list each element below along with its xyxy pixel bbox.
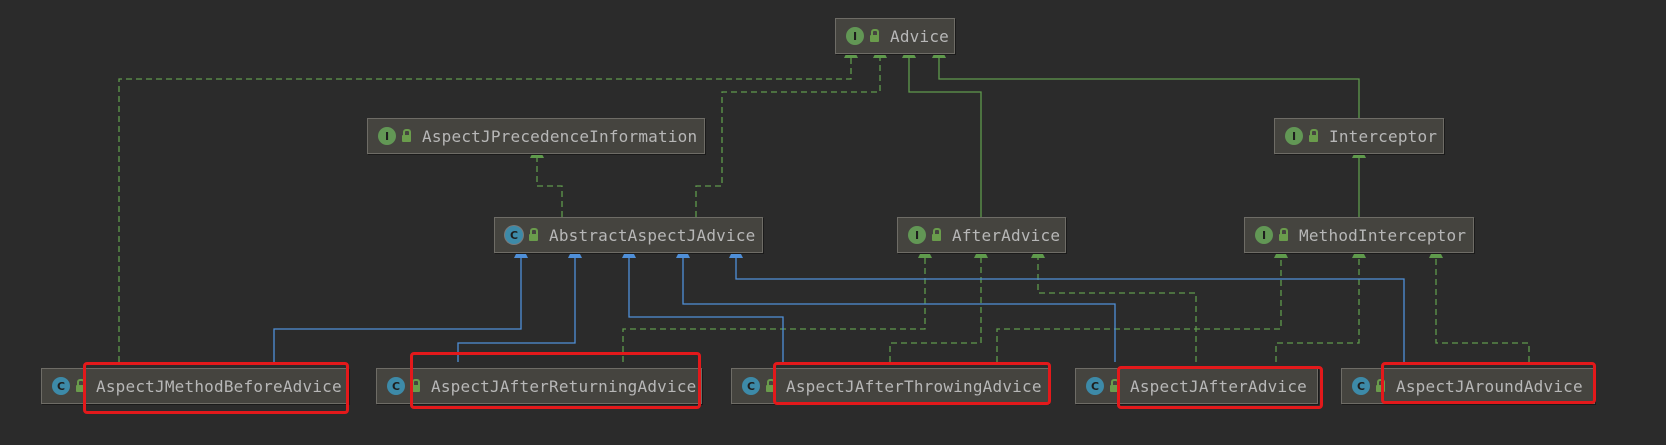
edge-before-extends-abstract	[273, 244, 528, 362]
edge-after-returning-extends-abstract	[457, 244, 582, 362]
node-method-interceptor[interactable]: I MethodInterceptor	[1244, 217, 1474, 253]
highlight-before-advice	[83, 362, 349, 414]
node-label: Advice	[890, 26, 949, 46]
abstract-class-icon: C	[505, 226, 523, 244]
public-lock-icon	[1279, 227, 1288, 241]
interface-icon: I	[1255, 226, 1273, 244]
edge-before-implements-advice	[118, 44, 858, 362]
class-icon: C	[52, 377, 70, 395]
edge-after-extends-advice	[902, 44, 982, 217]
edge-abstract-implements-advice	[695, 44, 887, 217]
public-lock-icon	[402, 128, 411, 142]
edge-around-implements-method-interceptor	[1429, 244, 1530, 362]
node-aspectj-method-before-advice[interactable]: C AspectJMethodBeforeAdvice	[41, 368, 349, 404]
edge-after-advice-implements-after	[1031, 244, 1197, 362]
node-interceptor[interactable]: I Interceptor	[1274, 118, 1444, 154]
public-lock-icon	[932, 227, 941, 241]
highlight-around-advice	[1381, 362, 1596, 404]
edge-around-extends-abstract	[729, 244, 1405, 362]
node-label: AspectJAroundAdvice	[1396, 376, 1583, 396]
node-abstract-aspectj-advice[interactable]: C AbstractAspectJAdvice	[494, 217, 763, 253]
node-advice[interactable]: I Advice	[835, 18, 955, 54]
interface-icon: I	[846, 27, 864, 45]
node-label: AfterAdvice	[952, 225, 1061, 245]
edge-interceptor-extends-advice	[932, 44, 1360, 118]
interface-icon: I	[1285, 127, 1303, 145]
edge-after-advice-extends-abstract	[676, 244, 1116, 362]
class-icon: C	[1086, 377, 1104, 395]
edge-after-advice-implements-method-interceptor	[1275, 244, 1366, 362]
edge-after-returning-implements-after	[622, 244, 932, 362]
node-label: AbstractAspectJAdvice	[549, 225, 756, 245]
public-lock-icon	[411, 378, 420, 392]
node-after-advice-interface[interactable]: I AfterAdvice	[897, 217, 1066, 253]
class-icon: C	[742, 377, 760, 395]
class-icon: C	[1352, 377, 1370, 395]
node-aspectj-after-returning-advice[interactable]: C AspectJAfterReturningAdvice	[376, 368, 702, 404]
node-aspectj-after-throwing-advice[interactable]: C AspectJAfterThrowingAdvice	[731, 368, 1049, 404]
highlight-after-returning-advice	[410, 352, 701, 409]
class-icon: C	[387, 377, 405, 395]
node-aspectj-after-advice[interactable]: C AspectJAfterAdvice	[1075, 368, 1318, 404]
interface-icon: I	[908, 226, 926, 244]
public-lock-icon	[870, 28, 879, 42]
node-label: AspectJPrecedenceInformation	[422, 126, 698, 146]
node-label: AspectJMethodBeforeAdvice	[96, 376, 342, 396]
node-label: AspectJAfterThrowingAdvice	[786, 376, 1042, 396]
edge-abstract-implements-precedence	[530, 144, 563, 217]
node-label: AspectJAfterReturningAdvice	[431, 376, 697, 396]
edge-after-throwing-implements-method-interceptor	[996, 244, 1288, 362]
public-lock-icon	[529, 227, 538, 241]
node-label: MethodInterceptor	[1299, 225, 1467, 245]
edge-after-throwing-implements-after	[889, 244, 988, 362]
edge-after-throwing-extends-abstract	[622, 244, 784, 362]
node-label: Interceptor	[1329, 126, 1438, 146]
interface-icon: I	[378, 127, 396, 145]
highlight-after-throwing-advice	[773, 362, 1051, 405]
node-aspectj-precedence-information[interactable]: I AspectJPrecedenceInformation	[367, 118, 705, 154]
highlight-after-advice	[1117, 366, 1323, 409]
node-label: AspectJAfterAdvice	[1130, 376, 1307, 396]
public-lock-icon	[1309, 128, 1318, 142]
